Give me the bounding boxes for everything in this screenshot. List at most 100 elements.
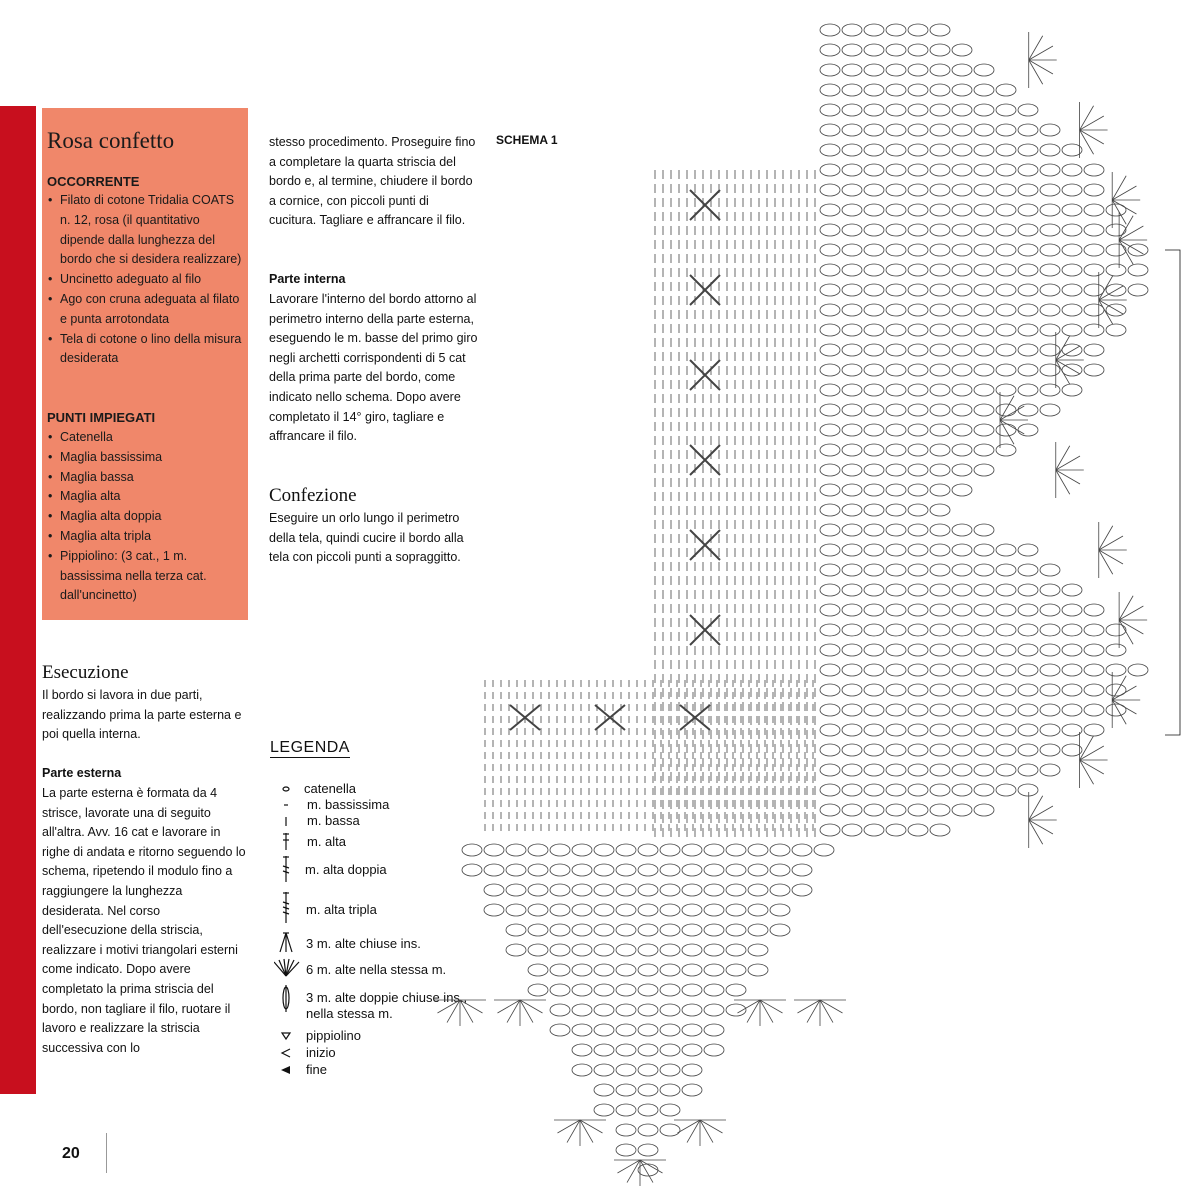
mesh-loop: [885, 443, 907, 457]
mesh-loop: [841, 783, 863, 797]
mesh-loop: [907, 123, 929, 137]
mesh-loop: [995, 383, 1017, 397]
fan-stitch: [1079, 105, 1094, 131]
mesh-loop: [929, 183, 951, 197]
fan-stitch: [1079, 759, 1105, 775]
mesh-loop: [1039, 603, 1061, 617]
mesh-loop: [907, 823, 929, 837]
mesh-loop: [907, 103, 929, 117]
mesh-loop: [973, 223, 995, 237]
mesh-loop: [681, 1003, 703, 1017]
mesh-loop: [929, 343, 951, 357]
mesh-loop: [1061, 583, 1083, 597]
mesh-loop: [841, 603, 863, 617]
mesh-loop: [973, 143, 995, 157]
mesh-loop: [1017, 583, 1039, 597]
mesh-loop: [995, 143, 1017, 157]
mesh-loop: [703, 883, 725, 897]
mesh-loop: [973, 283, 995, 297]
mesh-loop: [819, 743, 841, 757]
mesh-loop: [863, 443, 885, 457]
mesh-loop: [637, 963, 659, 977]
mesh-loop: [951, 403, 973, 417]
legend-label: m. alta: [307, 834, 347, 849]
mesh-loop: [527, 943, 549, 957]
mesh-loop: [637, 923, 659, 937]
mesh-loop: [973, 683, 995, 697]
mesh-loop: [819, 343, 841, 357]
fan-stitch: [1055, 455, 1081, 471]
mesh-loop: [973, 663, 995, 677]
mesh-loop: [549, 883, 571, 897]
mesh-loop: [681, 1063, 703, 1077]
fan-stitch: [579, 1119, 594, 1143]
fan-stitch: [806, 999, 821, 1023]
mesh-loop: [885, 743, 907, 757]
mesh-loop: [571, 1063, 593, 1077]
mesh-loop: [929, 423, 951, 437]
mesh-loop: [813, 843, 835, 857]
occorrente-heading: OCCORRENTE: [47, 174, 140, 189]
mesh-loop: [973, 743, 995, 757]
mesh-loop: [1039, 263, 1061, 277]
mesh-loop: [819, 183, 841, 197]
mesh-loop: [951, 383, 973, 397]
mesh-loop: [995, 83, 1017, 97]
mesh-loop: [951, 183, 973, 197]
fan-stitch: [506, 999, 521, 1023]
mesh-loop: [841, 503, 863, 517]
fan-stitch: [1055, 359, 1071, 385]
mesh-loop: [885, 583, 907, 597]
legend-label: catenella: [304, 781, 357, 796]
fan-stitch: [1118, 595, 1134, 621]
mesh-loop: [1017, 303, 1039, 317]
fan-stitch: [1028, 819, 1044, 845]
mesh-loop: [1127, 263, 1149, 277]
butterfly-motif: [594, 704, 626, 731]
mesh-loop: [659, 1123, 681, 1137]
mesh-loop: [885, 723, 907, 737]
mesh-loop: [863, 623, 885, 637]
mesh-loop: [1105, 643, 1127, 657]
list-item: Uncinetto adeguato al filo: [47, 270, 247, 290]
list-item: Maglia bassa: [47, 468, 247, 488]
mesh-loop: [951, 543, 973, 557]
mesh-loop: [995, 363, 1017, 377]
mesh-loop: [995, 223, 1017, 237]
fan-stitch: [1028, 59, 1044, 85]
mesh-loop: [841, 483, 863, 497]
fan-stitch: [1098, 275, 1114, 301]
mesh-loop: [725, 843, 747, 857]
mesh-loop: [951, 803, 973, 817]
mesh-loop: [1061, 383, 1083, 397]
mesh-loop: [951, 743, 973, 757]
fan-stitch: [1079, 129, 1105, 145]
fan-shell-icon: [274, 958, 300, 977]
mesh-loop: [929, 103, 951, 117]
mesh-loop: [841, 543, 863, 557]
mesh-loop: [1061, 723, 1083, 737]
mesh-loop: [1017, 363, 1039, 377]
mesh-loop: [907, 543, 929, 557]
fan-stitch: [746, 999, 761, 1023]
mesh-loop: [841, 463, 863, 477]
mesh-loop: [995, 743, 1017, 757]
picot-icon: [280, 1032, 292, 1041]
mesh-loop: [703, 943, 725, 957]
mesh-loop: [885, 243, 907, 257]
legend-label: m. alta doppia: [305, 862, 387, 877]
mesh-loop: [659, 1043, 681, 1057]
mesh-loop: [863, 163, 885, 177]
mesh-loop: [863, 63, 885, 77]
mesh-loop: [995, 603, 1017, 617]
mesh-loop: [819, 303, 841, 317]
mesh-loop: [637, 903, 659, 917]
mesh-loop: [819, 43, 841, 57]
mesh-loop: [995, 243, 1017, 257]
fan-stitch: [999, 419, 1015, 445]
mesh-loop: [819, 703, 841, 717]
mesh-loop: [885, 403, 907, 417]
mesh-loop: [819, 643, 841, 657]
mesh-loop: [1061, 743, 1083, 757]
mesh-loop: [1039, 143, 1061, 157]
